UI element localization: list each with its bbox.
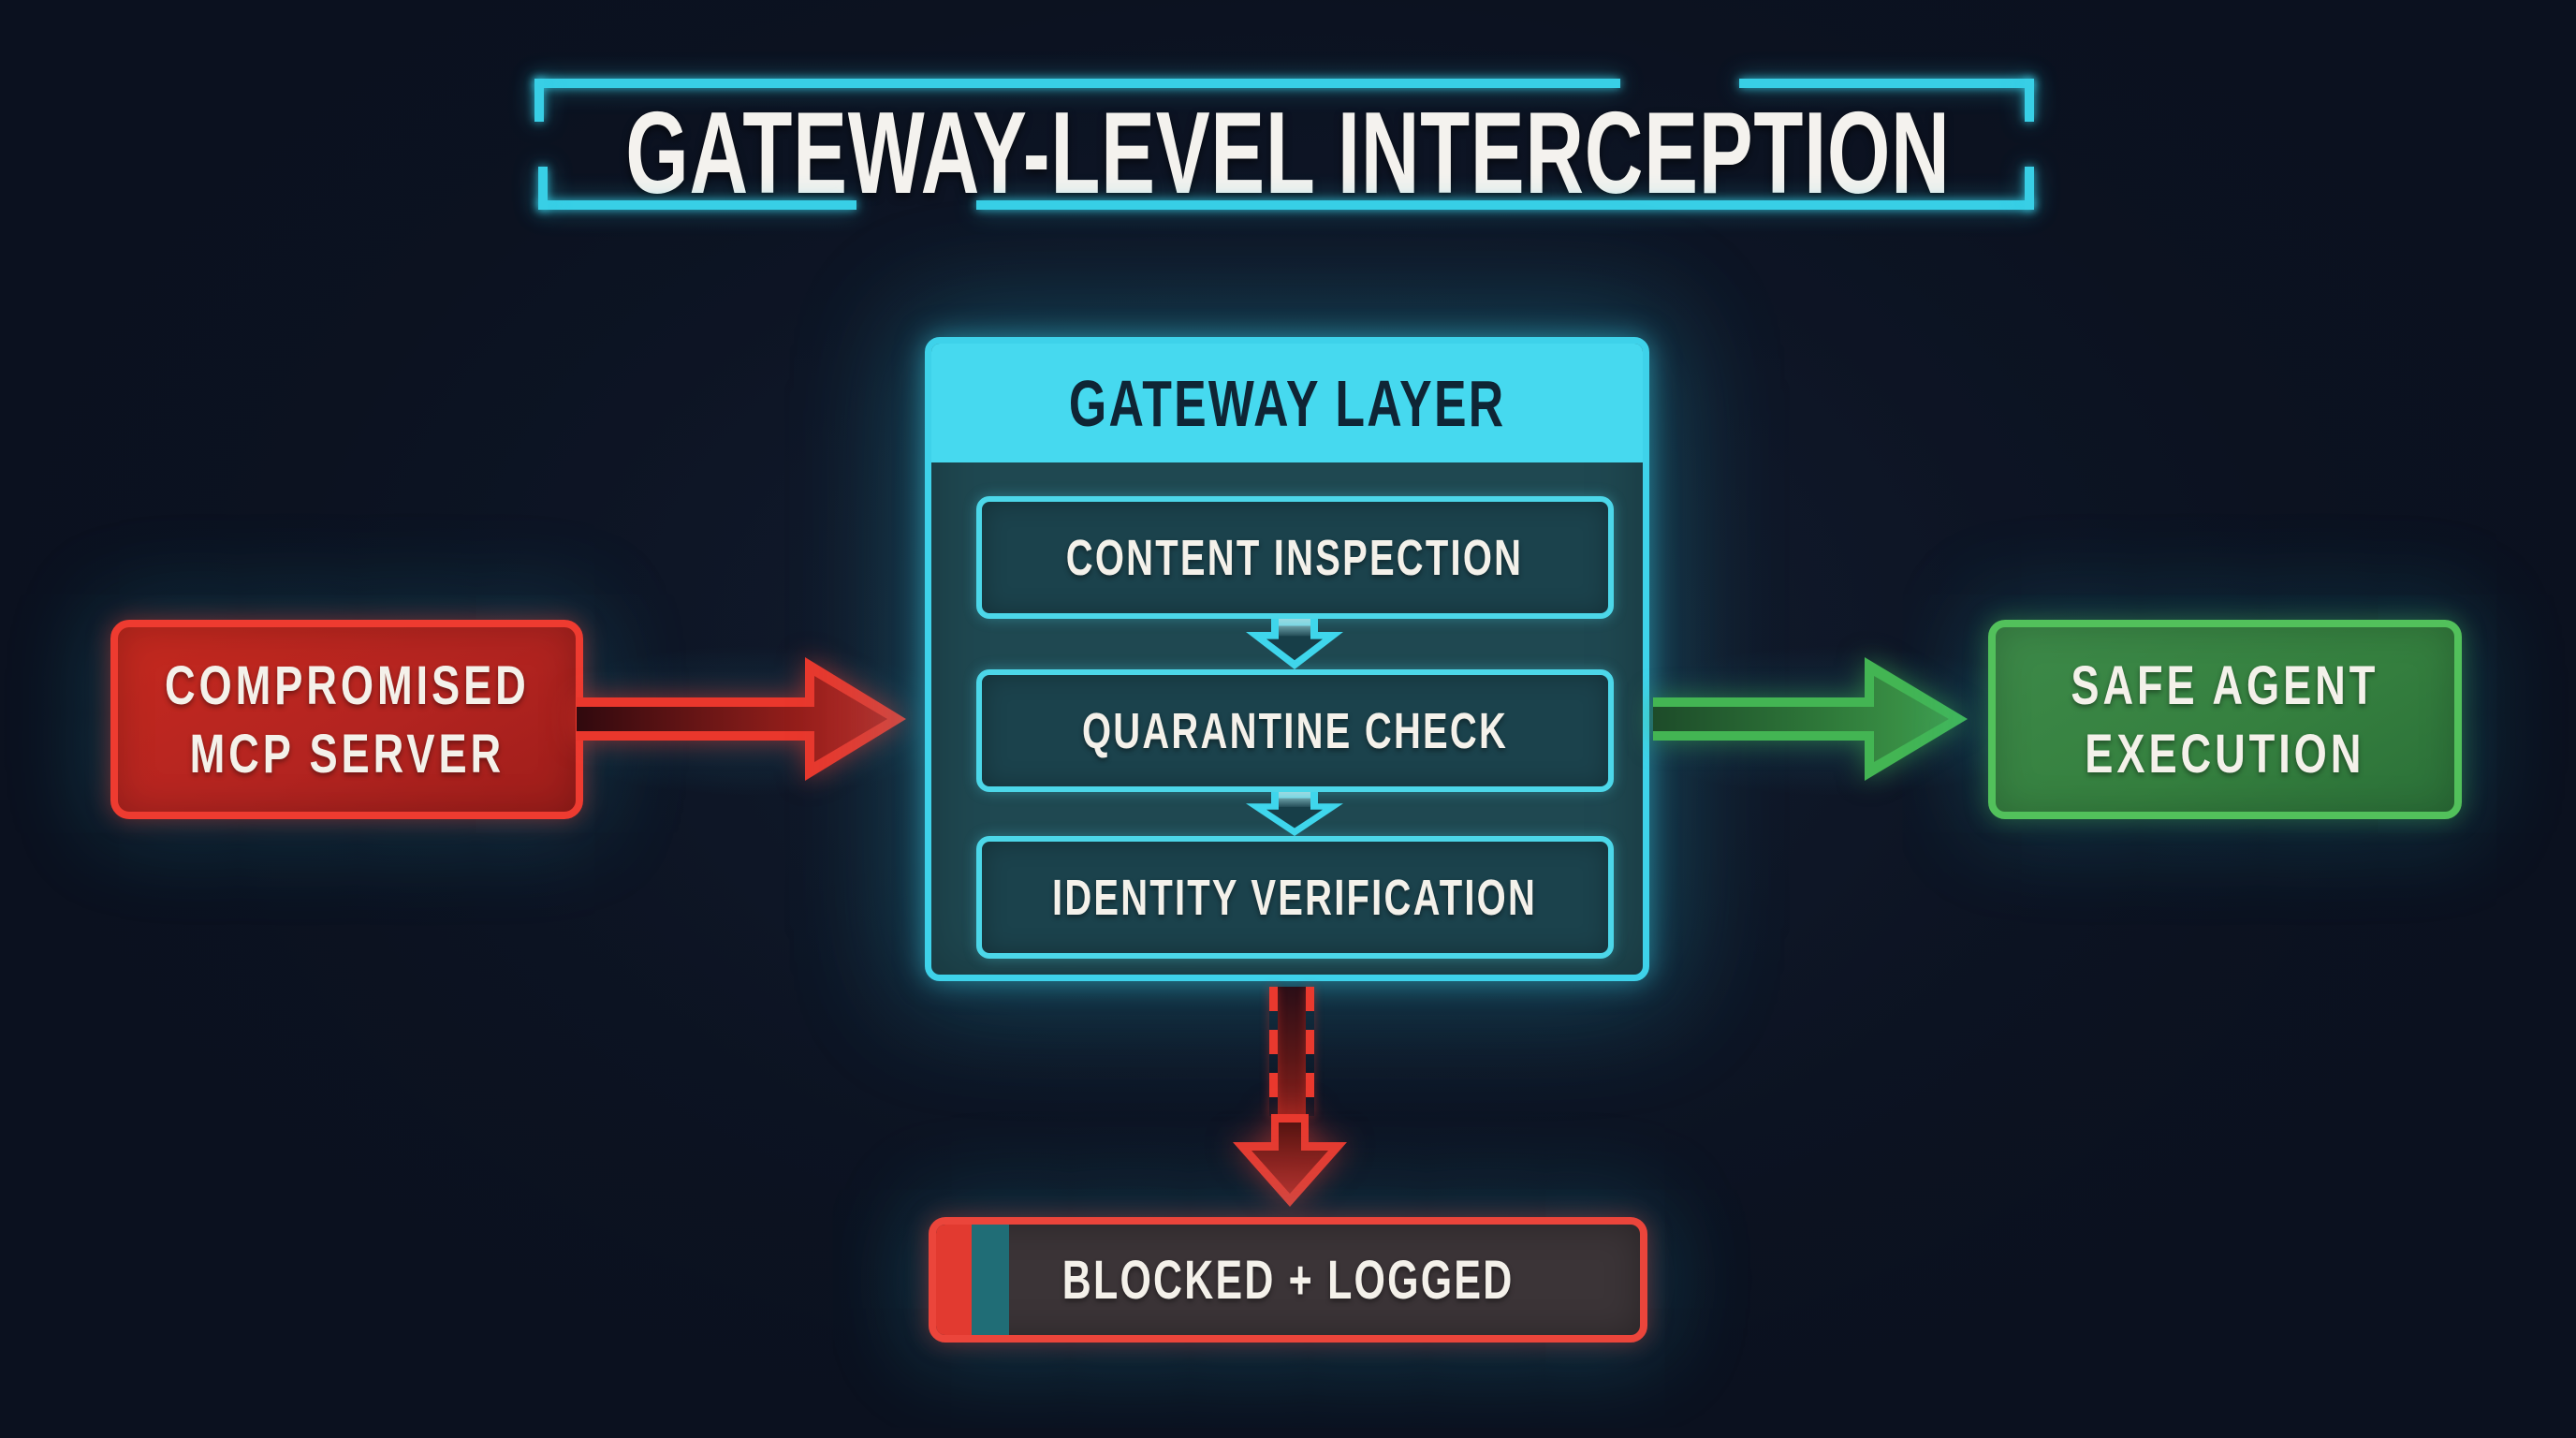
compromised-label-line2: MCP SERVER bbox=[189, 723, 505, 785]
safe-label-line2: EXECUTION bbox=[2085, 723, 2365, 785]
title-bracket-top-right-line bbox=[1739, 79, 2034, 88]
step-content-inspection: CONTENT INSPECTION bbox=[976, 496, 1614, 619]
gateway-layer-node: GATEWAY LAYER CONTENT INSPECTION QUARANT… bbox=[925, 337, 1649, 981]
safe-agent-execution-node: SAFE AGENT EXECUTION bbox=[1988, 620, 2462, 819]
gateway-layer-header: GATEWAY LAYER bbox=[931, 344, 1643, 462]
blocked-logged-label-text: BLOCKED + LOGGED bbox=[1061, 1249, 1515, 1311]
step-arrow-down-2-icon bbox=[1246, 792, 1343, 836]
title-bracket-top-right-stub bbox=[2025, 79, 2034, 122]
step-arrow-down-1-icon bbox=[1246, 619, 1343, 669]
blocked-logged-node: BLOCKED + LOGGED bbox=[929, 1217, 1647, 1343]
page-title: GATEWAY-LEVEL INTERCEPTION bbox=[0, 89, 2576, 218]
step-identity-verification: IDENTITY VERIFICATION bbox=[976, 836, 1614, 959]
title-bracket-bottom-left-stub bbox=[538, 167, 548, 210]
blocked-red-stripe bbox=[936, 1225, 972, 1335]
page-title-text: GATEWAY-LEVEL INTERCEPTION bbox=[625, 89, 1951, 218]
blocked-arrow-dash-left bbox=[1269, 987, 1278, 1116]
step-quarantine-check: QUARANTINE CHECK bbox=[976, 669, 1614, 792]
gateway-to-safe-arrow-icon bbox=[1653, 657, 1968, 781]
step-quarantine-check-label: QUARANTINE CHECK bbox=[1081, 702, 1509, 759]
safe-agent-execution-label: SAFE AGENT EXECUTION bbox=[2071, 652, 2379, 788]
title-bracket-bottom-right-line bbox=[976, 200, 2034, 210]
compromised-mcp-server-node: COMPROMISED MCP SERVER bbox=[110, 620, 583, 819]
blocked-arrow-dash-right bbox=[1306, 987, 1314, 1116]
title-bracket-bottom-left-line bbox=[538, 200, 856, 210]
gateway-layer-title: GATEWAY LAYER bbox=[1068, 366, 1506, 440]
compromised-to-gateway-arrow-icon bbox=[577, 657, 906, 781]
title-bracket-top-left-line bbox=[534, 79, 1620, 88]
blocked-arrow-shaft bbox=[1278, 987, 1306, 1120]
title-bracket-bottom-right-stub bbox=[2025, 167, 2034, 210]
blocked-teal-stripe bbox=[972, 1225, 1009, 1335]
step-content-inspection-label: CONTENT INSPECTION bbox=[1066, 529, 1524, 586]
step-identity-verification-label: IDENTITY VERIFICATION bbox=[1052, 869, 1538, 926]
compromised-label-line1: COMPROMISED bbox=[164, 654, 530, 716]
blocked-logged-label: BLOCKED + LOGGED bbox=[936, 1225, 1640, 1335]
title-bracket-top-left-stub bbox=[534, 79, 544, 122]
blocked-arrow-head-icon bbox=[1233, 1114, 1347, 1207]
compromised-mcp-server-label: COMPROMISED MCP SERVER bbox=[165, 652, 530, 788]
safe-label-line1: SAFE AGENT bbox=[2071, 654, 2379, 716]
